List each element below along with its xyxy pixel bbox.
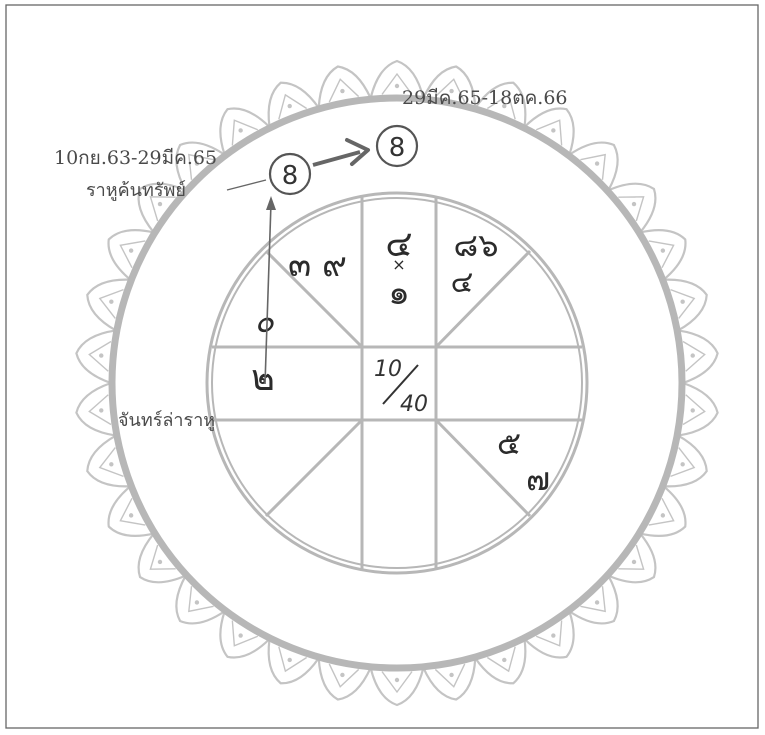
lotus-dot — [680, 462, 684, 466]
house-lower-right-upper-text: ๕ — [497, 424, 521, 462]
house-left-upper-text: ๐ — [254, 302, 275, 340]
center-top-number: 10 — [374, 357, 402, 382]
lotus-dot — [595, 600, 599, 604]
rahu-treasure-label: ราหูค้นทรัพย์ — [86, 180, 186, 201]
lotus-dot — [340, 673, 344, 677]
lotus-dot — [395, 678, 399, 682]
lotus-dot — [449, 673, 453, 677]
outer-circle — [112, 98, 682, 668]
period-left-label: 10กย.63-29มีค.65 — [54, 147, 217, 169]
lotus-dot — [661, 513, 665, 517]
house-lower-right-lower-text: ๗ — [526, 460, 550, 498]
lotus-dot — [340, 89, 344, 93]
lotus-dot — [158, 560, 162, 564]
lotus-dot — [551, 633, 555, 637]
lotus-dot — [238, 633, 242, 637]
multiply-icon: × — [392, 255, 405, 274]
lotus-dot — [288, 104, 292, 108]
lotus-dot — [595, 161, 599, 165]
moon-rahu-label: จันทร์ล่าราหู — [118, 410, 215, 431]
lotus-dot — [99, 353, 103, 357]
lotus-dot — [99, 408, 103, 412]
house-upper-right-lower-text: ๔ — [451, 265, 474, 300]
lotus-dot — [502, 658, 506, 662]
lotus-dot — [691, 408, 695, 412]
lotus-dot — [109, 300, 113, 304]
lotus-dot — [632, 560, 636, 564]
lotus-dot — [129, 513, 133, 517]
lotus-dot — [661, 248, 665, 252]
period-top-right-label: 29มีค.65-18ตค.66 — [402, 87, 568, 109]
center-bottom-number: 40 — [400, 392, 428, 417]
rahu-old-marker-number: 8 — [282, 161, 299, 191]
lotus-dot — [691, 353, 695, 357]
house-left-lower-text: ๒ — [251, 358, 275, 399]
lotus-dot — [395, 84, 399, 88]
lotus-dot — [158, 202, 162, 206]
house-upper-left-text: ๓ ๙ — [288, 245, 347, 285]
lotus-dot — [632, 202, 636, 206]
rahu-new-marker-number: 8 — [389, 133, 406, 163]
lotus-dot — [288, 658, 292, 662]
house-top-center-lower-text: ๑ — [388, 273, 410, 313]
lotus-dot — [129, 248, 133, 252]
house-upper-right-upper-text: ๘๖ — [454, 226, 499, 264]
lotus-dot — [195, 600, 199, 604]
lotus-dot — [238, 128, 242, 132]
lotus-dot — [680, 300, 684, 304]
lotus-dot — [551, 128, 555, 132]
lotus-dot — [109, 462, 113, 466]
